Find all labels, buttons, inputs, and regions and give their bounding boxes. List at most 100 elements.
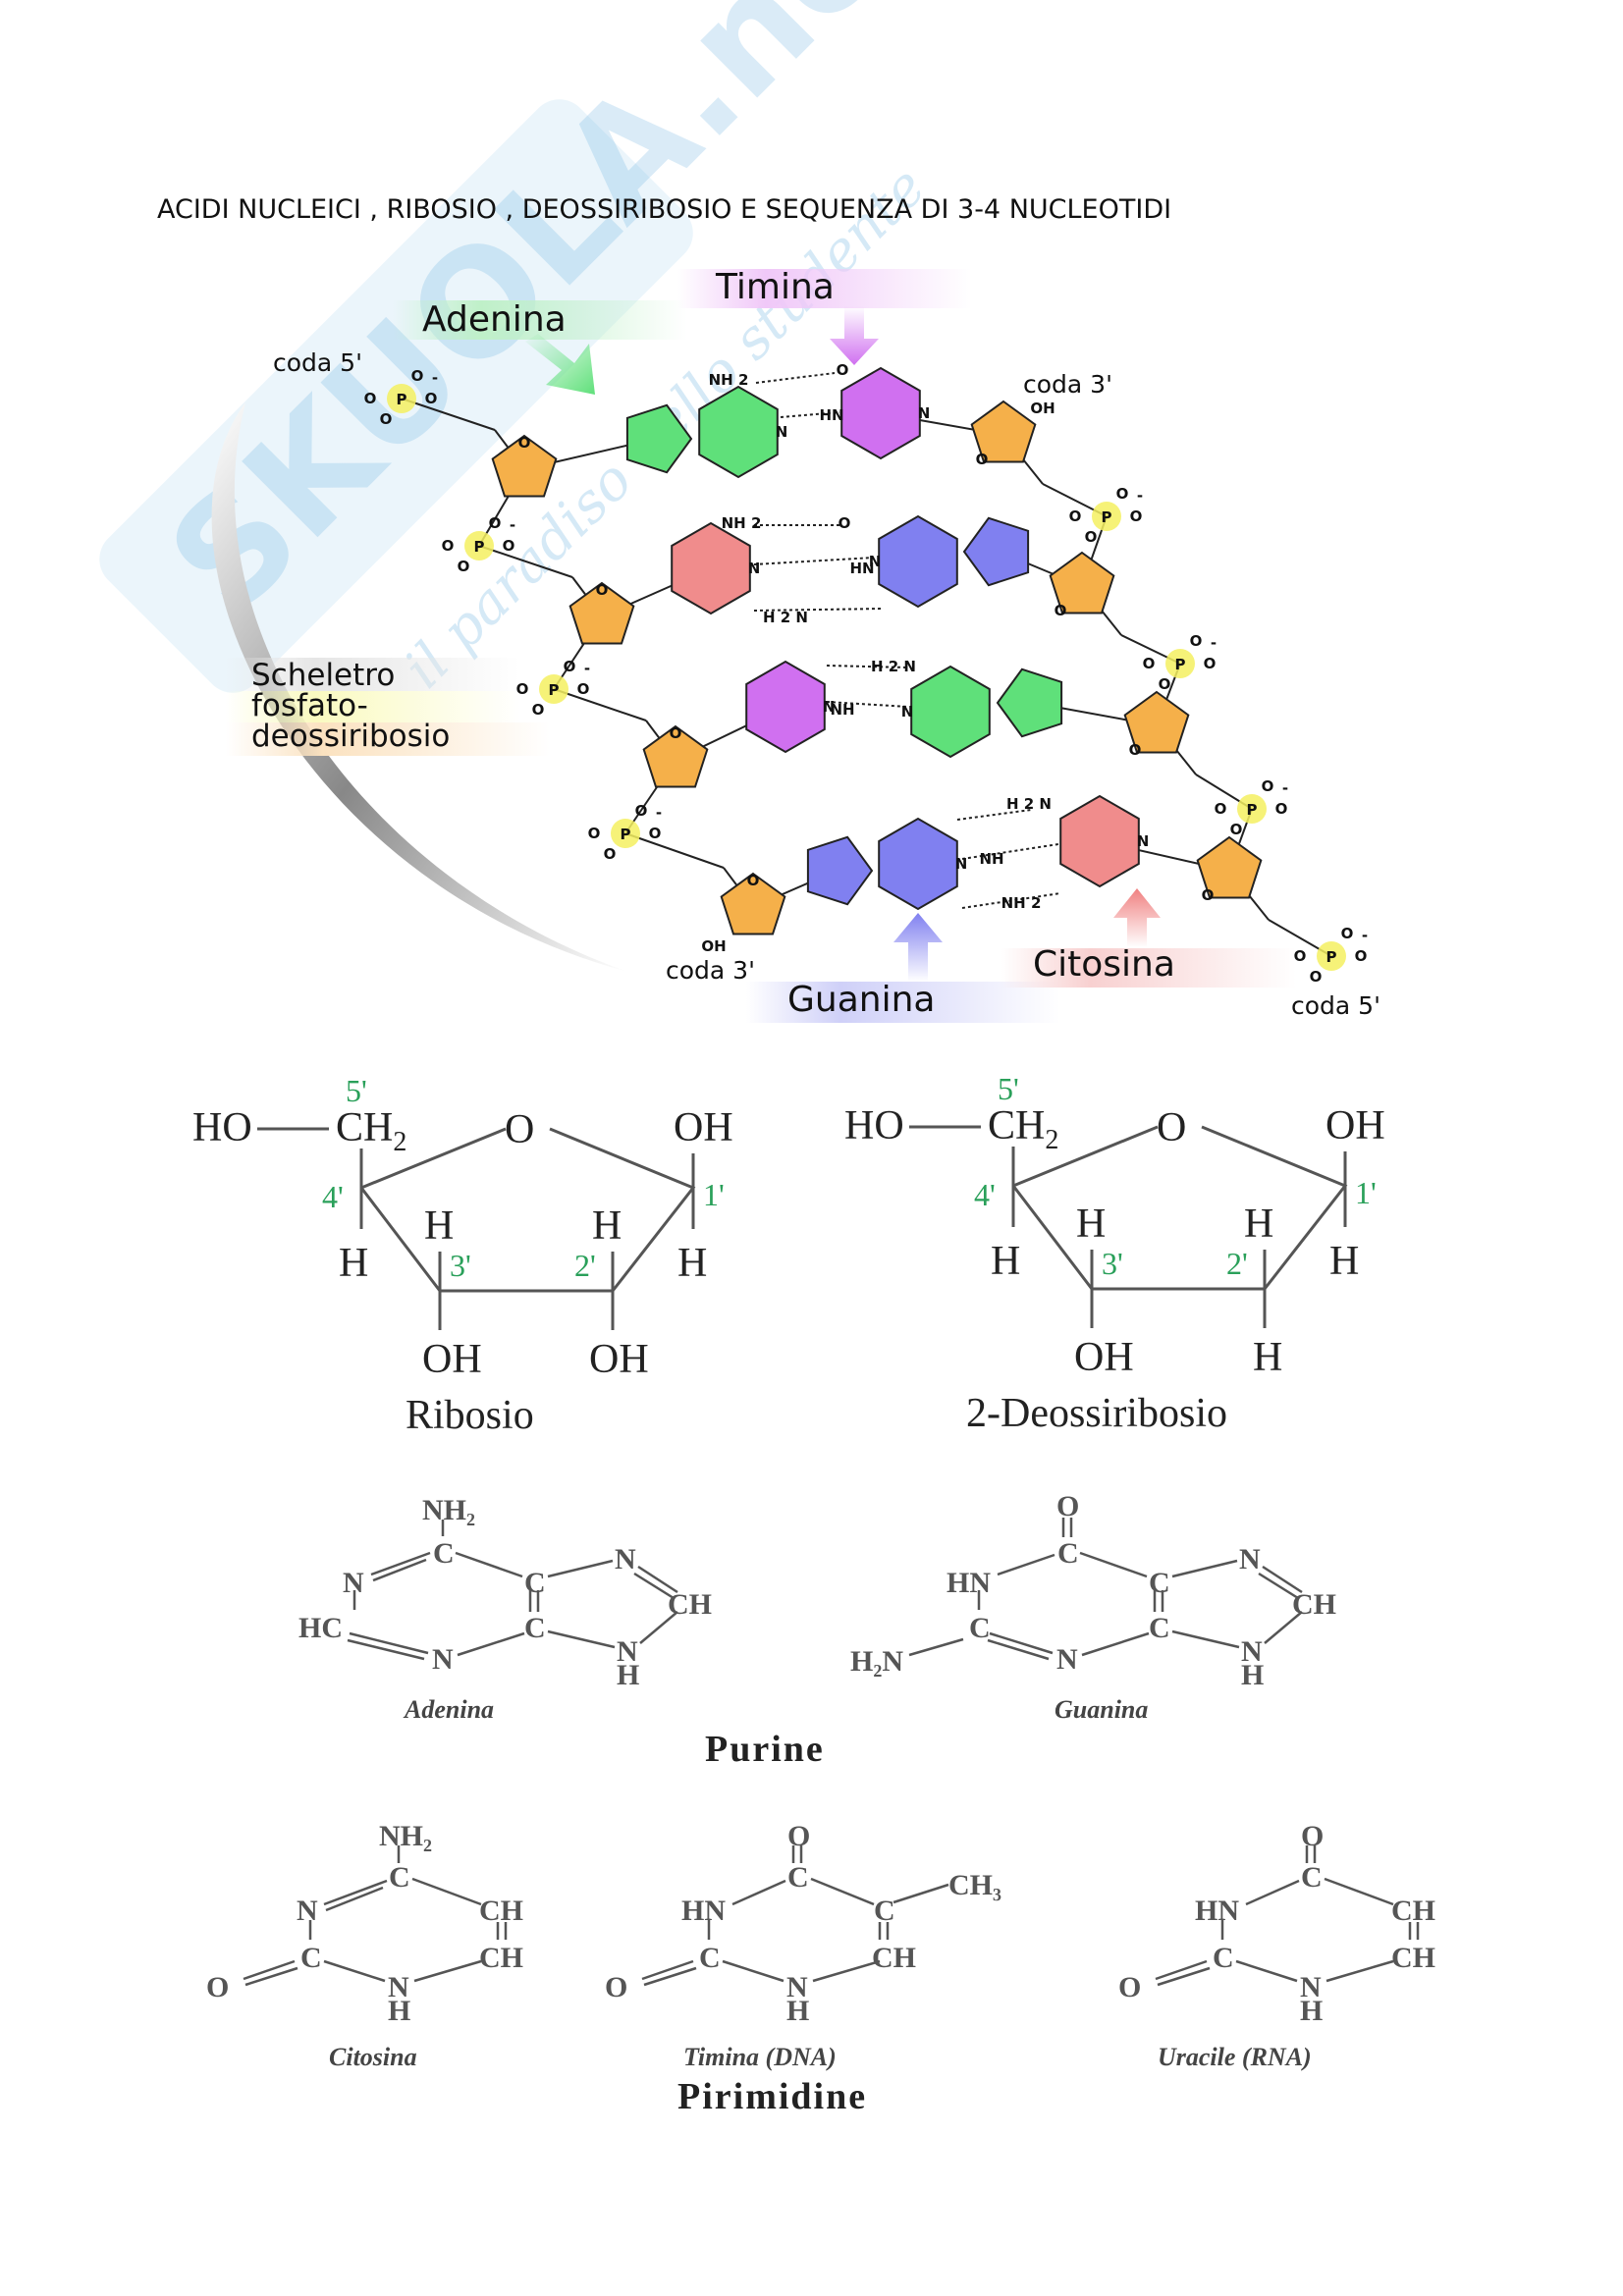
atom-o: O bbox=[1341, 925, 1354, 942]
phosphate-group bbox=[1237, 794, 1267, 824]
scheletro-bg-3 bbox=[226, 722, 550, 756]
deoxyribose-sugar bbox=[1123, 690, 1190, 754]
atom-o: O bbox=[649, 825, 662, 842]
label-scheletro-2: fosfato- bbox=[251, 688, 368, 723]
atom-o: O bbox=[577, 680, 590, 698]
backbone-bond bbox=[624, 832, 725, 869]
atom-n: N bbox=[617, 1635, 638, 1668]
atom-n: N bbox=[776, 423, 788, 441]
citosina-structure: NH₂ C N CH C CH O N H Citosina bbox=[206, 1820, 523, 2071]
atom-h-2: H bbox=[1244, 1201, 1273, 1247]
atom-h: H bbox=[1300, 1995, 1323, 2027]
adenina-structure: NH₂ C N HC N C C N CH N H Adenina bbox=[298, 1494, 712, 1724]
charge-minus: - bbox=[1282, 779, 1288, 797]
phosphate-group bbox=[387, 384, 416, 413]
subscript-2: 2 bbox=[393, 1127, 406, 1157]
atom-o: O bbox=[425, 390, 438, 407]
guanine-base-ring bbox=[878, 817, 958, 911]
atom-n: N bbox=[823, 698, 836, 716]
atom-n: N bbox=[615, 1543, 636, 1575]
atom-o: O bbox=[787, 1820, 810, 1852]
atom-o: O bbox=[564, 658, 576, 675]
atom-nh: NH bbox=[979, 850, 1003, 868]
atom-n: N bbox=[1056, 1643, 1078, 1676]
hydrogen-bond bbox=[755, 372, 836, 384]
atom-h-2-highlight: H bbox=[1253, 1335, 1282, 1380]
uracile-name: Uracile (RNA) bbox=[1158, 2043, 1312, 2071]
phosphate-group bbox=[464, 531, 494, 561]
atom-o: O bbox=[1116, 485, 1129, 503]
adenine-base-imidazole-ring bbox=[996, 667, 1063, 738]
atom-n: N bbox=[343, 1567, 364, 1599]
adenina-arrow-icon bbox=[525, 334, 595, 395]
label-coda5-top: coda 5' bbox=[273, 348, 362, 377]
charge-minus: - bbox=[432, 369, 438, 387]
ribosio-structure: HO CH2 O OH H H H H OH OH 5' 4' 3' 2' 1'… bbox=[192, 1073, 733, 1438]
guanine-base-imidazole-ring bbox=[962, 516, 1030, 587]
atom-o: O bbox=[1056, 1490, 1079, 1522]
guanine-base-ring bbox=[878, 514, 958, 609]
carbon-number-3: 3' bbox=[450, 1248, 471, 1283]
atom-h-1: H bbox=[1329, 1239, 1359, 1284]
ribosio-name: Ribosio bbox=[406, 1393, 534, 1438]
adenine-base-imidazole-ring bbox=[625, 403, 693, 474]
atom-o: O bbox=[1301, 1820, 1324, 1852]
backbone-bond bbox=[401, 398, 496, 431]
atom-ch: CH bbox=[479, 1942, 523, 1974]
ring-bonds bbox=[1155, 1845, 1420, 1987]
atom-o: O bbox=[1355, 947, 1368, 965]
guanine-base-imidazole-ring bbox=[806, 835, 874, 906]
atom-c: C bbox=[969, 1612, 991, 1644]
phosphate-group bbox=[539, 674, 568, 704]
atom-ho: HO bbox=[844, 1103, 904, 1148]
atom-p: P bbox=[621, 826, 631, 843]
label-coda5-bottom: coda 5' bbox=[1291, 991, 1380, 1020]
charge-minus: - bbox=[510, 516, 515, 534]
atom-o: O bbox=[1215, 800, 1227, 818]
thymine-base-ring bbox=[840, 366, 921, 460]
carbon-number-4: 4' bbox=[322, 1179, 344, 1214]
atom-nh2: NH 2 bbox=[709, 371, 749, 389]
atom-o: O bbox=[1202, 886, 1215, 904]
atom-nh2: NH₂ bbox=[379, 1820, 432, 1852]
adenine-base-ring bbox=[910, 665, 991, 759]
atom-ch3: CH₃ bbox=[948, 1869, 1001, 1901]
atom-o: O bbox=[1294, 947, 1307, 965]
atom-o: O bbox=[1118, 1971, 1141, 2003]
charge-minus: - bbox=[1362, 927, 1368, 944]
atom-o: O bbox=[635, 802, 648, 820]
atom-h2n: H 2 N bbox=[871, 658, 916, 675]
hydrogen-bond bbox=[961, 843, 1059, 860]
timina-structure: O C HN C CH₃ C CH O N H Timina (DNA) bbox=[605, 1820, 1001, 2071]
adenine-base-ring bbox=[698, 385, 779, 479]
atom-oh-2-highlight: OH bbox=[589, 1337, 649, 1382]
atom-o: O bbox=[1129, 741, 1142, 759]
atom-o: O bbox=[364, 390, 377, 407]
atom-o: O bbox=[1069, 507, 1082, 525]
bond bbox=[1012, 1125, 1159, 1188]
citosina-name: Citosina bbox=[329, 2043, 417, 2071]
adenina-name: Adenina bbox=[403, 1695, 494, 1724]
atom-o: O bbox=[839, 514, 851, 532]
atom-o: O bbox=[1130, 507, 1143, 525]
atom-c: C bbox=[389, 1861, 410, 1894]
atom-hn: HN bbox=[849, 560, 874, 577]
atom-hn: HN bbox=[1195, 1895, 1239, 1927]
backbone-bond bbox=[553, 688, 647, 721]
atom-p: P bbox=[1175, 656, 1186, 673]
atom-h2n: H 2 N bbox=[763, 609, 808, 626]
atom-o: O bbox=[458, 558, 470, 575]
deossiribosio-name: 2-Deossiribosio bbox=[966, 1391, 1227, 1436]
atom-ch: CH bbox=[336, 1105, 393, 1150]
atom-ch: CH bbox=[1391, 1895, 1435, 1927]
charge-minus: - bbox=[584, 660, 590, 677]
citosina-label-bg bbox=[1001, 948, 1296, 988]
atom-oh: OH bbox=[1030, 400, 1055, 417]
atom-c: C bbox=[433, 1537, 455, 1570]
atom-oh-3: OH bbox=[1074, 1335, 1134, 1380]
atom-o: O bbox=[503, 537, 515, 555]
guanina-name: Guanina bbox=[1055, 1695, 1148, 1724]
atom-o: O bbox=[1159, 675, 1171, 693]
atom-ch: CH bbox=[988, 1103, 1045, 1148]
atom-o: O bbox=[1055, 602, 1067, 619]
